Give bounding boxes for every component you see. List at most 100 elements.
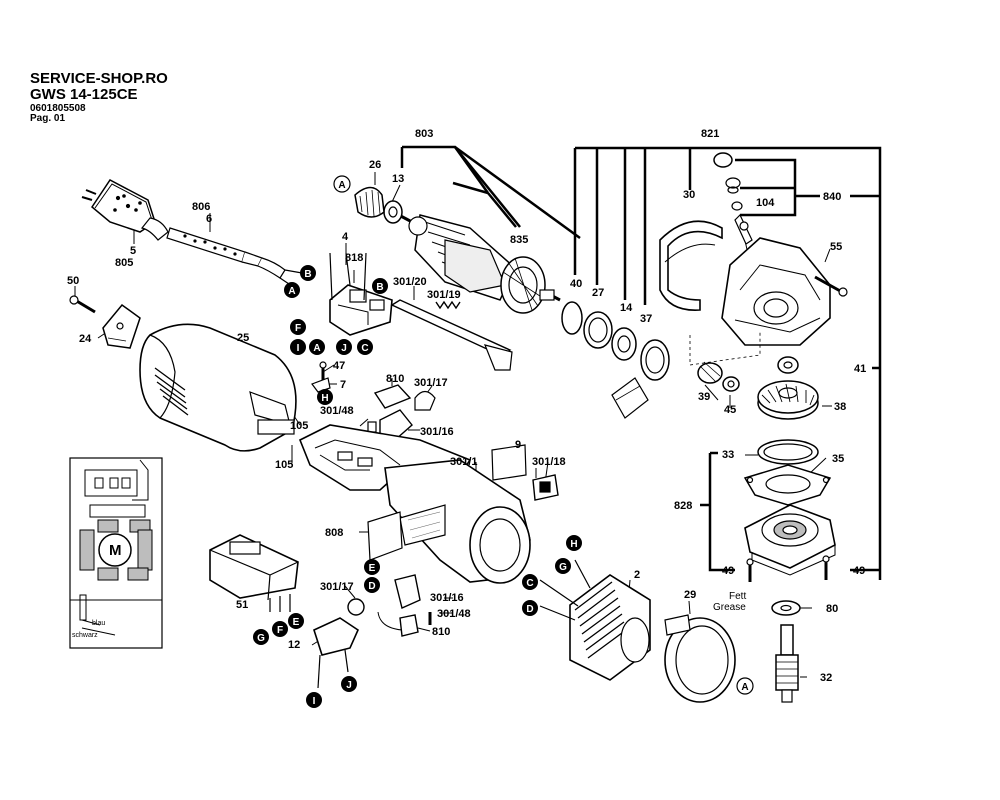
gear-housing	[721, 213, 831, 346]
label-9: 9	[515, 439, 521, 451]
label-835: 835	[510, 234, 528, 246]
svg-text:D: D	[368, 581, 375, 592]
label-26: 26	[369, 159, 381, 171]
pinion-39	[697, 361, 723, 384]
svg-text:B: B	[304, 269, 311, 280]
connector-a-2: A	[284, 282, 300, 298]
electronic-module-51	[209, 534, 299, 612]
schematic-labels: M blau schwarz	[72, 542, 122, 639]
svg-text:H: H	[570, 539, 577, 550]
power-plug	[81, 179, 169, 241]
label-37: 37	[640, 313, 652, 325]
label-808: 808	[325, 527, 343, 539]
armature	[394, 211, 561, 314]
switch-assembly-4	[329, 252, 393, 336]
brush-holder-810	[373, 384, 436, 411]
bevel-gear-38	[757, 380, 819, 420]
svg-text:D: D	[526, 604, 533, 615]
clip-7	[311, 377, 331, 393]
grease-label: Grease	[713, 602, 746, 613]
label-45: 45	[724, 404, 736, 416]
nut-45	[722, 376, 740, 392]
label-810-a: 810	[386, 373, 404, 385]
svg-text:C: C	[361, 343, 368, 354]
screw-49-right	[822, 555, 830, 580]
capacitor-12	[313, 617, 360, 689]
svg-text:B: B	[376, 282, 383, 293]
connector-j-1: J	[336, 339, 352, 355]
label-808	[367, 511, 403, 561]
svg-text:J: J	[346, 680, 352, 691]
label-41: 41	[854, 363, 866, 375]
label-32: 32	[820, 672, 832, 684]
connector-d-2: D	[522, 600, 538, 616]
label-301-48-b: 301/48	[437, 608, 471, 620]
svg-text:E: E	[293, 617, 300, 628]
label-12: 12	[288, 639, 300, 651]
connector-e-1: E	[364, 559, 380, 575]
connector-i-1: I	[290, 339, 306, 355]
label-27: 27	[592, 287, 604, 299]
dashed-box	[689, 330, 761, 366]
connector-g-2: G	[253, 629, 269, 645]
label-105-a: 105	[290, 420, 308, 432]
svg-text:H: H	[321, 393, 328, 404]
label-821: 821	[701, 128, 719, 140]
wiring-schematic	[69, 457, 163, 649]
switch-301-18	[532, 474, 559, 501]
bearing-41	[777, 356, 799, 374]
label-301-20: 301/20	[393, 276, 427, 288]
connector-h-2: H	[566, 535, 582, 551]
screw-55	[814, 275, 848, 297]
spindle-32	[775, 624, 799, 703]
rings-group	[561, 301, 670, 419]
handle-shell-301-1	[384, 459, 531, 584]
connector-markers: A B A B F I A J	[253, 175, 754, 708]
connector-f-2: F	[272, 621, 288, 637]
label-301-1: 301/1	[450, 456, 478, 468]
label-818: 818	[345, 252, 363, 264]
bearing-26	[354, 186, 385, 218]
connector-h-1: H	[317, 389, 333, 405]
plate-24	[102, 303, 141, 349]
connector-g-1: G	[555, 558, 571, 574]
svg-text:G: G	[257, 633, 265, 644]
label-105-b: 105	[275, 459, 293, 471]
label-35: 35	[832, 453, 844, 465]
connector-b-2: B	[372, 278, 388, 294]
model-name: GWS 14-125CE	[30, 86, 138, 103]
label-301-17-a: 301/17	[414, 377, 448, 389]
label-13: 13	[392, 173, 404, 185]
svg-text:A: A	[288, 286, 295, 297]
label-14: 14	[620, 302, 633, 314]
label-301-17-b: 301/17	[320, 581, 354, 593]
label-6: 6	[206, 213, 212, 225]
label-2: 2	[634, 569, 640, 581]
svg-text:C: C	[526, 578, 533, 589]
bearing-13	[383, 200, 403, 224]
label-805: 805	[115, 257, 133, 269]
connector-i-2: I	[306, 692, 322, 708]
part-labels: 803 821 26 13 806 6 5 805 835 30 840 104…	[67, 128, 866, 684]
label-5: 5	[130, 245, 136, 257]
page-number: Pag. 01	[30, 113, 66, 124]
svg-text:I: I	[313, 696, 316, 707]
wire-schwarz: schwarz	[72, 632, 98, 639]
svg-text:J: J	[341, 343, 347, 354]
connector-c-1: C	[357, 339, 373, 355]
label-301-48-a: 301/48	[320, 405, 354, 417]
label-301-16-a: 301/16	[420, 426, 454, 438]
label-40: 40	[570, 278, 582, 290]
connector-j-2: J	[341, 676, 357, 692]
label-806: 806	[192, 201, 210, 213]
label-30: 30	[683, 189, 695, 201]
label-4: 4	[342, 231, 349, 243]
label-49-b: 49	[853, 565, 865, 577]
connector-f-1: F	[290, 319, 306, 335]
leader-lines	[400, 145, 882, 580]
fett-label: Fett	[729, 591, 746, 602]
washer-80	[771, 600, 801, 616]
svg-text:G: G	[559, 562, 567, 573]
svg-text:A: A	[338, 180, 345, 191]
cap-parts	[713, 152, 743, 211]
